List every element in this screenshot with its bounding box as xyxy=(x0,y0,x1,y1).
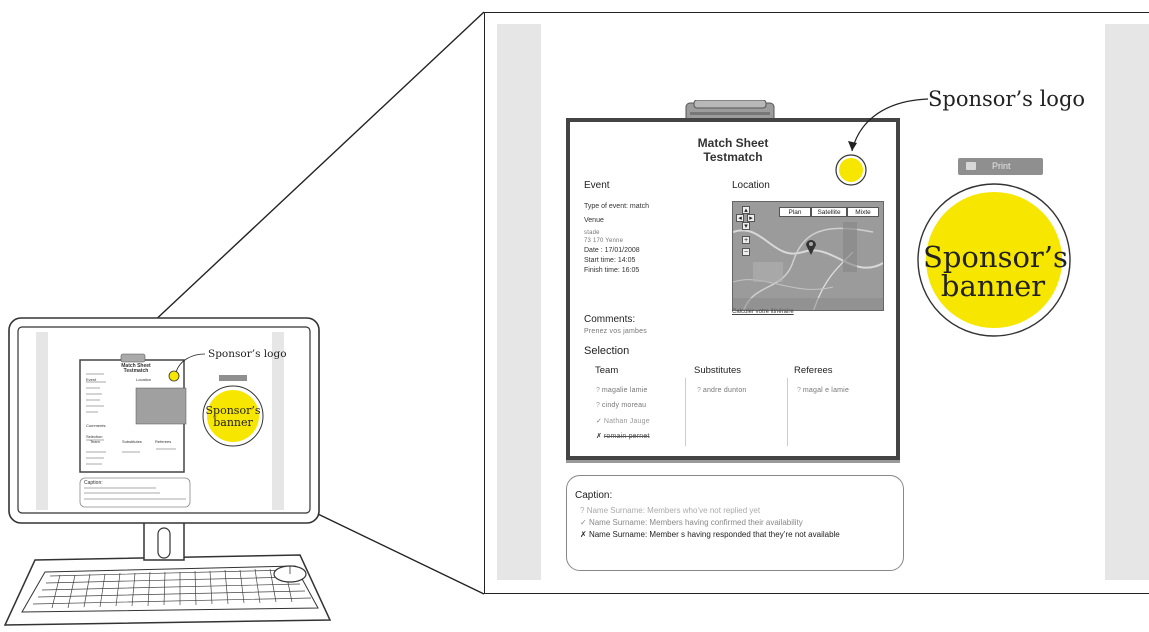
map-pan-right-icon[interactable]: ▸ xyxy=(747,214,755,222)
right-side-bar xyxy=(1105,24,1149,580)
map-plan-button[interactable]: Plan xyxy=(779,207,811,217)
cross-mark-icon: ✗ xyxy=(596,433,602,440)
selection-heading: Selection xyxy=(584,345,629,357)
mini-sponsor-logo xyxy=(169,371,179,381)
zoom-line-top xyxy=(118,12,484,355)
monitor-stand xyxy=(144,520,184,560)
team-player: ? magalie lamie xyxy=(596,387,648,394)
question-mark-icon: ? xyxy=(596,402,600,409)
mini-location-heading: Location xyxy=(136,378,151,382)
substitutes-column-heading: Substitutes xyxy=(694,365,741,376)
check-mark-icon: ✓ xyxy=(596,418,602,425)
map-terrain xyxy=(733,202,884,311)
caption-item-confirmed: ✓ Name Surname: Members having confirmed… xyxy=(580,518,803,527)
sponsor-banner-label: Sponsor’s banner xyxy=(923,243,1063,301)
map-zoom-in-icon[interactable]: + xyxy=(742,236,750,244)
cross-mark-icon: ✗ xyxy=(580,530,587,539)
location-heading: Location xyxy=(732,180,770,191)
map-zoom-out-icon[interactable]: − xyxy=(742,248,750,256)
column-divider xyxy=(787,378,788,446)
finish-time: Finish time: 16:05 xyxy=(584,266,639,275)
print-button[interactable]: Print xyxy=(958,158,1043,175)
mini-map xyxy=(136,388,186,424)
referees-column-heading: Referees xyxy=(794,365,833,376)
team-player: ? cindy moreau xyxy=(596,402,646,409)
start-time: Start time: 14:05 xyxy=(584,256,635,265)
sponsor-logo xyxy=(834,152,870,188)
mini-comments-label: Comments: xyxy=(86,424,106,428)
map-pan-up-icon[interactable]: ▴ xyxy=(742,206,750,214)
map-satellite-button[interactable]: Satellite xyxy=(811,207,847,217)
mini-substitutes-heading: Substitutes xyxy=(122,440,142,444)
venue-address: 73 170 Yenne xyxy=(584,237,623,246)
mini-sponsor-logo-label: Sponsor’s logo xyxy=(208,348,287,360)
team-player: ✗ romain pernet xyxy=(596,432,650,440)
referee-player: ? magal e lamie xyxy=(797,387,849,394)
mini-referees-heading: Referees xyxy=(155,440,171,444)
caption-item-not-replied: ? Name Surname: Members who’ve not repli… xyxy=(580,506,760,515)
sponsor-logo-label: Sponsor’s logo xyxy=(928,87,1085,111)
keyboard xyxy=(5,555,330,625)
team-player: ✓ Nathan Jauge xyxy=(596,417,650,425)
sponsor-logo-callout-line xyxy=(840,85,930,155)
mini-caption-title: Caption: xyxy=(84,481,103,486)
map-pan-left-icon[interactable]: ◂ xyxy=(736,214,744,222)
substitute-player: ? andre dunton xyxy=(697,387,747,394)
team-column-heading: Team xyxy=(595,365,618,376)
mini-event-heading: Event xyxy=(86,378,96,382)
mini-team-heading: Team xyxy=(90,440,100,444)
question-mark-icon: ? xyxy=(596,387,600,394)
left-side-bar xyxy=(497,24,541,580)
printer-icon xyxy=(966,162,976,170)
comments-value: Prenez vos jambes xyxy=(584,327,647,336)
question-mark-icon: ? xyxy=(797,387,801,394)
check-mark-icon: ✓ xyxy=(580,518,587,527)
event-type: Type of event: match xyxy=(584,202,649,211)
comments-label: Comments: xyxy=(584,314,635,325)
caption-title: Caption: xyxy=(575,490,612,501)
caption-item-not-available: ✗ Name Surname: Member s having responde… xyxy=(580,530,840,539)
event-heading: Event xyxy=(584,180,610,191)
event-date: Date : 17/01/2008 xyxy=(584,246,640,255)
venue-label: Venue xyxy=(584,216,604,225)
column-divider xyxy=(685,378,686,446)
map-pan-down-icon[interactable]: ▾ xyxy=(742,222,750,230)
question-mark-icon: ? xyxy=(697,387,701,394)
map-location-pin-icon xyxy=(805,238,817,256)
question-mark-icon: ? xyxy=(580,506,584,515)
map-directions-link[interactable]: Calculer votre itinéraire xyxy=(732,308,794,317)
map-mixte-button[interactable]: Mixte xyxy=(847,207,879,217)
location-map[interactable]: Plan Satellite Mixte ▴ ◂ ▸ ▾ + − xyxy=(732,201,884,311)
